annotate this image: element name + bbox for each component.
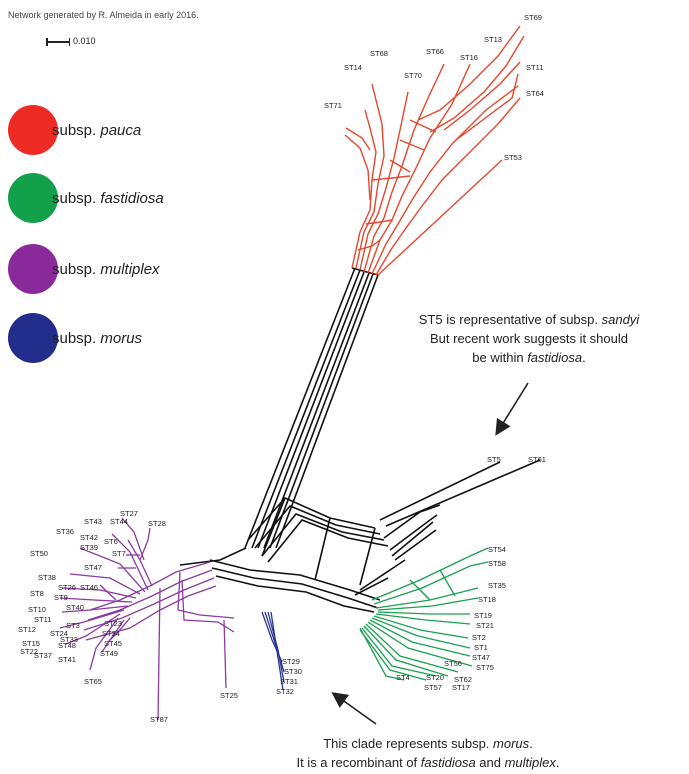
taxon-label: ST50 xyxy=(30,549,48,558)
taxon-label: ST42 xyxy=(80,533,98,542)
network-trunk xyxy=(179,267,541,613)
taxon-label: ST39 xyxy=(80,543,98,552)
taxon-label: ST28 xyxy=(148,519,166,528)
taxon-label: ST40 xyxy=(66,603,84,612)
taxon-label: ST11 xyxy=(526,63,543,72)
taxon-labels: ST69 ST68 ST13 ST66 ST16 ST14 ST70 ST11 … xyxy=(18,13,546,724)
taxon-label: ST69 xyxy=(524,13,542,22)
clade-multiplex xyxy=(59,517,235,721)
taxon-label: ST38 xyxy=(38,573,56,582)
legend-label-pauca: subsp. pauca xyxy=(52,121,142,139)
taxon-label: ST12 xyxy=(18,625,36,634)
taxon-label: ST14 xyxy=(344,63,362,72)
taxon-label: ST29 xyxy=(282,657,300,666)
taxon-label: ST71 xyxy=(324,101,342,110)
legend-color-pauca xyxy=(8,105,58,155)
taxon-label: ST9 xyxy=(54,593,68,602)
taxon-label: ST6 xyxy=(104,537,118,546)
taxon-label: ST65 xyxy=(84,677,102,686)
taxon-label: ST4 xyxy=(396,673,410,682)
legend-label-morus: subsp. morus xyxy=(52,329,143,347)
taxon-label: ST53 xyxy=(504,153,522,162)
taxon-label: ST5 xyxy=(487,455,501,464)
taxon-label: ST47 xyxy=(472,653,490,662)
taxon-label: ST31 xyxy=(280,677,298,686)
taxon-label: ST1 xyxy=(474,643,488,652)
taxon-label: ST58 xyxy=(488,559,506,568)
taxon-label: ST21 xyxy=(476,621,494,630)
clade-morus xyxy=(261,611,285,691)
taxon-label: ST7 xyxy=(112,549,126,558)
taxon-label: ST25 xyxy=(220,691,238,700)
legend-color-fastidiosa xyxy=(8,173,58,223)
annotation-arrow-bottom xyxy=(331,692,377,725)
legend-item-pauca: subsp. pauca xyxy=(8,105,141,155)
legend-label-multiplex: subsp. multiplex xyxy=(52,260,160,278)
taxon-label: ST75 xyxy=(476,663,494,672)
taxon-label: ST64 xyxy=(526,89,544,98)
taxon-label: ST47 xyxy=(84,563,102,572)
legend-item-fastidiosa: subsp. fastidiosa xyxy=(8,173,164,223)
taxon-label: ST54 xyxy=(488,545,506,554)
clade-pauca xyxy=(344,25,525,276)
clade-fastidiosa xyxy=(359,547,489,681)
credit-text: Network generated by R. Almeida in early… xyxy=(8,10,199,20)
taxon-label: ST43 xyxy=(84,517,102,526)
annotation-arrow-top xyxy=(495,382,529,436)
taxon-label: ST19 xyxy=(474,611,492,620)
taxon-label: ST30 xyxy=(284,667,302,676)
taxon-label: ST23 xyxy=(104,619,122,628)
taxon-label: ST20 xyxy=(426,673,444,682)
taxon-label: ST35 xyxy=(488,581,506,590)
taxon-label: ST13 xyxy=(484,35,502,44)
taxon-label: ST11 xyxy=(34,615,51,624)
taxon-label: ST8 xyxy=(30,589,44,598)
taxon-label: ST62 xyxy=(454,675,472,684)
scale-bar-label: 0.010 xyxy=(73,36,96,46)
taxon-label: ST22 xyxy=(20,647,38,656)
taxon-label: ST45 xyxy=(104,639,122,648)
legend-color-multiplex xyxy=(8,244,58,294)
taxon-label: ST41 xyxy=(58,655,76,664)
taxon-label: ST37 xyxy=(34,651,52,660)
taxon-label: ST33 xyxy=(60,635,78,644)
taxon-label: ST70 xyxy=(404,71,422,80)
annotation-sandyi: ST5 is representative of subsp. sandyi B… xyxy=(418,312,640,365)
taxon-label: ST3 xyxy=(66,621,80,630)
taxon-label: ST46 xyxy=(80,583,98,592)
taxon-label: ST61 xyxy=(528,455,546,464)
taxon-label: ST18 xyxy=(478,595,496,604)
taxon-label: ST49 xyxy=(100,649,118,658)
taxon-label: ST15 xyxy=(22,639,40,648)
taxon-label: ST66 xyxy=(426,47,444,56)
taxon-label: ST48 xyxy=(58,641,76,650)
legend-color-morus xyxy=(8,313,58,363)
taxon-label: ST2 xyxy=(472,633,486,642)
taxon-label: ST56 xyxy=(444,659,462,668)
taxon-label: ST17 xyxy=(452,683,470,692)
taxon-label: ST16 xyxy=(460,53,478,62)
taxon-label: ST32 xyxy=(276,687,294,696)
taxon-label: ST26 xyxy=(58,583,76,592)
taxon-label: ST57 xyxy=(424,683,442,692)
legend-item-multiplex: subsp. multiplex xyxy=(8,244,160,294)
taxon-label: ST27 xyxy=(120,509,138,518)
scale-bar-line xyxy=(46,38,70,45)
taxon-label: ST36 xyxy=(56,527,74,536)
taxon-label: ST68 xyxy=(370,49,388,58)
annotation-morus: This clade represents subsp. morus. It i… xyxy=(296,736,560,770)
legend-item-morus: subsp. morus xyxy=(8,313,142,363)
taxon-label: ST87 xyxy=(150,715,168,724)
legend-label-fastidiosa: subsp. fastidiosa xyxy=(52,189,164,207)
taxon-label: ST24 xyxy=(50,629,68,638)
taxon-label: ST44 xyxy=(110,517,128,526)
taxon-label: ST10 xyxy=(28,605,46,614)
taxon-label: ST34 xyxy=(102,629,120,638)
